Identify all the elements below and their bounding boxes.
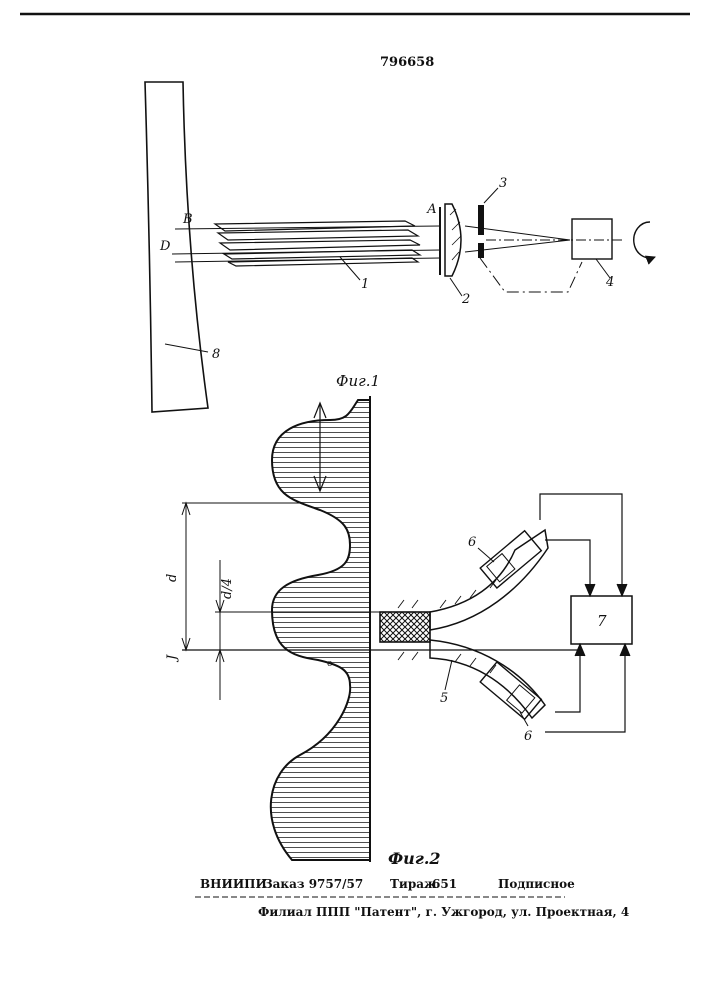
- patent-number: 796658: [380, 55, 434, 70]
- label-1: 1: [361, 277, 369, 292]
- figure-2-caption: Фиг.2: [388, 849, 441, 868]
- label-3: 3: [499, 176, 507, 191]
- label-6-lower: 6: [524, 729, 532, 744]
- figure-1-caption: Фиг.1: [336, 372, 380, 390]
- wire-upper-inner: [545, 540, 590, 596]
- label-d: D: [159, 239, 171, 254]
- label-7: 7: [597, 612, 607, 630]
- label-d4-dim: d/4: [220, 578, 235, 599]
- footer-org: ВНИИПИ: [200, 877, 267, 891]
- object-8-strip: [145, 82, 208, 412]
- leader-8: [165, 344, 208, 352]
- label-j: J: [165, 654, 180, 663]
- label-d-dim: d: [165, 574, 180, 582]
- leader-1: [340, 257, 360, 280]
- wire-lower-outer: [545, 644, 625, 732]
- label-a: А: [426, 202, 437, 217]
- leader-5: [445, 660, 452, 690]
- footer-branch: Филиал ППП "Патент", г. Ужгород, ул. Про…: [258, 905, 629, 919]
- feedback-link: [480, 258, 582, 292]
- label-2: 2: [461, 292, 470, 307]
- leader-6-upper: [478, 548, 494, 562]
- leader-2: [450, 278, 462, 296]
- figure-2: d d/4 J е 5 6 6 7: [165, 396, 632, 868]
- label-4: 4: [605, 275, 614, 290]
- label-8: 8: [212, 347, 220, 362]
- wire-upper-outer: [540, 494, 622, 596]
- footer-edition-value: 651: [432, 877, 457, 891]
- splitter-upper-branch: [430, 530, 548, 630]
- fibre-end-window: [380, 612, 430, 642]
- receiver-4: [572, 219, 612, 259]
- leader-3: [484, 188, 498, 203]
- label-5: 5: [440, 691, 448, 706]
- figure-1: В D А 1 2 3 4 8 Фиг.1: [145, 82, 655, 412]
- footer-order: Заказ 9757/57: [264, 877, 363, 891]
- diaphragm-3-top: [478, 205, 484, 235]
- footer-subscription: Подписное: [498, 877, 575, 891]
- label-small-mark: е: [327, 659, 332, 669]
- lens-2: [445, 204, 461, 276]
- rotation-arrow-icon: [634, 222, 655, 258]
- leader-6-lower: [520, 712, 528, 726]
- label-6-upper: 6: [468, 535, 476, 550]
- footer-edition-label: Тираж: [390, 877, 436, 891]
- label-b: В: [182, 212, 193, 227]
